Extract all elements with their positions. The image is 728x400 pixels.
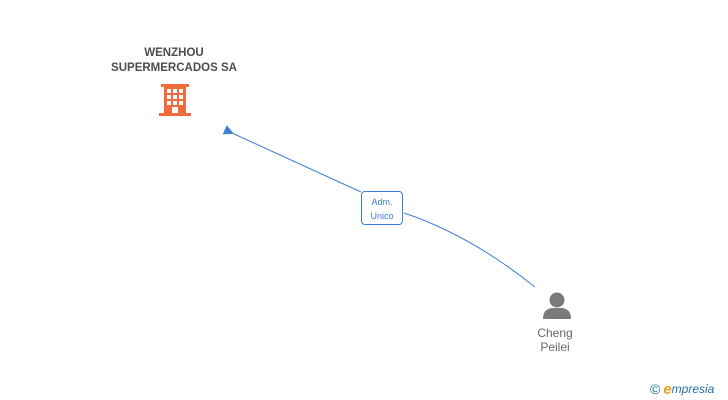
person-name[interactable]: Cheng Peilei	[515, 326, 595, 354]
person-icon[interactable]	[543, 292, 571, 320]
building-icon[interactable]	[159, 84, 191, 116]
relation-edge-arrow-segment	[222, 125, 362, 193]
company-name[interactable]: WENZHOU SUPERMERCADOS SA	[94, 46, 254, 76]
relation-label[interactable]: Adm. Unico	[361, 191, 403, 225]
brand-logo: © e mpresia	[650, 380, 714, 398]
person-name-line-2: Peilei	[540, 340, 570, 354]
brand-logo-initial: e	[663, 380, 672, 398]
relation-edge	[403, 212, 536, 288]
person-name-line-1: Cheng	[537, 326, 573, 340]
copyright-icon: ©	[650, 381, 661, 397]
relation-label-line-2: Unico	[370, 211, 394, 221]
relation-label-line-1: Adm.	[371, 197, 393, 207]
company-name-line-2: SUPERMERCADOS SA	[111, 62, 237, 74]
company-name-line-1: WENZHOU	[144, 47, 204, 59]
brand-logo-text: mpresia	[671, 382, 715, 396]
